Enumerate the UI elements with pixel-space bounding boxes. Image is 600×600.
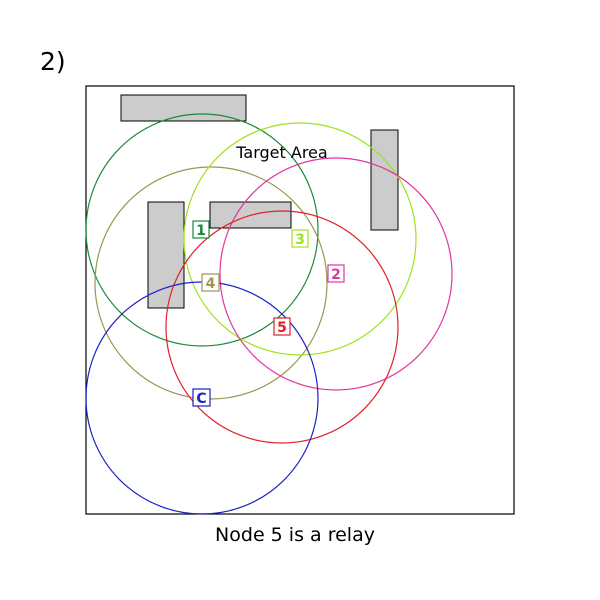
node-box-4 — [201, 273, 220, 292]
coverage-circle-node-2 — [219, 157, 453, 391]
target-area-border — [85, 85, 515, 515]
target-area-label: Target Area — [235, 143, 327, 162]
node-box-1 — [192, 220, 210, 239]
node-label-2: 2 — [331, 267, 341, 283]
coverage-circle-node-3 — [183, 122, 417, 356]
node-marker-5: 5 — [273, 317, 291, 336]
figure-label: 2) — [40, 47, 66, 76]
coverage-circle-node-5 — [165, 210, 399, 444]
node-label-4: 4 — [206, 276, 216, 292]
diagram-caption: Node 5 is a relay — [215, 524, 375, 546]
node-label-1: 1 — [196, 223, 206, 239]
node-marker-4: 4 — [201, 273, 220, 292]
node-label-5: 5 — [277, 320, 287, 336]
node-marker-1: 1 — [192, 220, 210, 239]
node-box-2 — [327, 264, 345, 283]
coverage-circle-node-1 — [85, 113, 319, 347]
node-label-3: 3 — [295, 232, 305, 248]
obstacle-left-vertical — [147, 201, 185, 309]
coverage-circle-node-4 — [94, 166, 328, 400]
node-box-3 — [291, 229, 309, 248]
node-box-5 — [273, 317, 291, 336]
node-box-c — [192, 388, 211, 407]
node-marker-3: 3 — [291, 229, 309, 248]
node-marker-c: C — [192, 388, 211, 407]
node-marker-2: 2 — [327, 264, 345, 283]
obstacle-right-vertical — [370, 129, 399, 231]
node-label-c: C — [196, 391, 206, 407]
